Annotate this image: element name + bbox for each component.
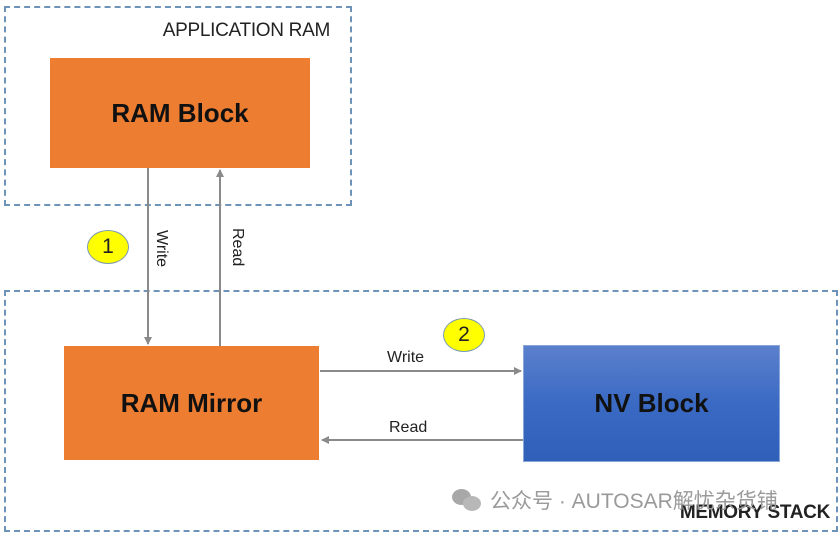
write-label-horizontal: Write [387,349,425,366]
wechat-icon [452,489,482,511]
write-label-vertical: Write [153,230,170,268]
application-ram-label: APPLICATION RAM [162,20,331,41]
watermark-text: 公众号 · AUTOSAR解忧杂货铺 [490,490,778,513]
ram-mirror-block: RAM Mirror [64,346,319,460]
watermark: 公众号 · AUTOSAR解忧杂货铺 [452,485,778,515]
step-marker-1: 1 [87,230,129,264]
memory-stack-region: MEMORY STACK [4,290,838,532]
ram-block: RAM Block [50,58,310,168]
read-label-vertical: Read [229,228,246,267]
step-marker-2: 2 [443,318,485,352]
application-ram-region: APPLICATION RAM [4,6,352,206]
memory-stack-label: MEMORY STACK [679,502,830,523]
nv-block: NV Block [523,345,780,462]
read-label-horizontal: Read [389,419,428,436]
